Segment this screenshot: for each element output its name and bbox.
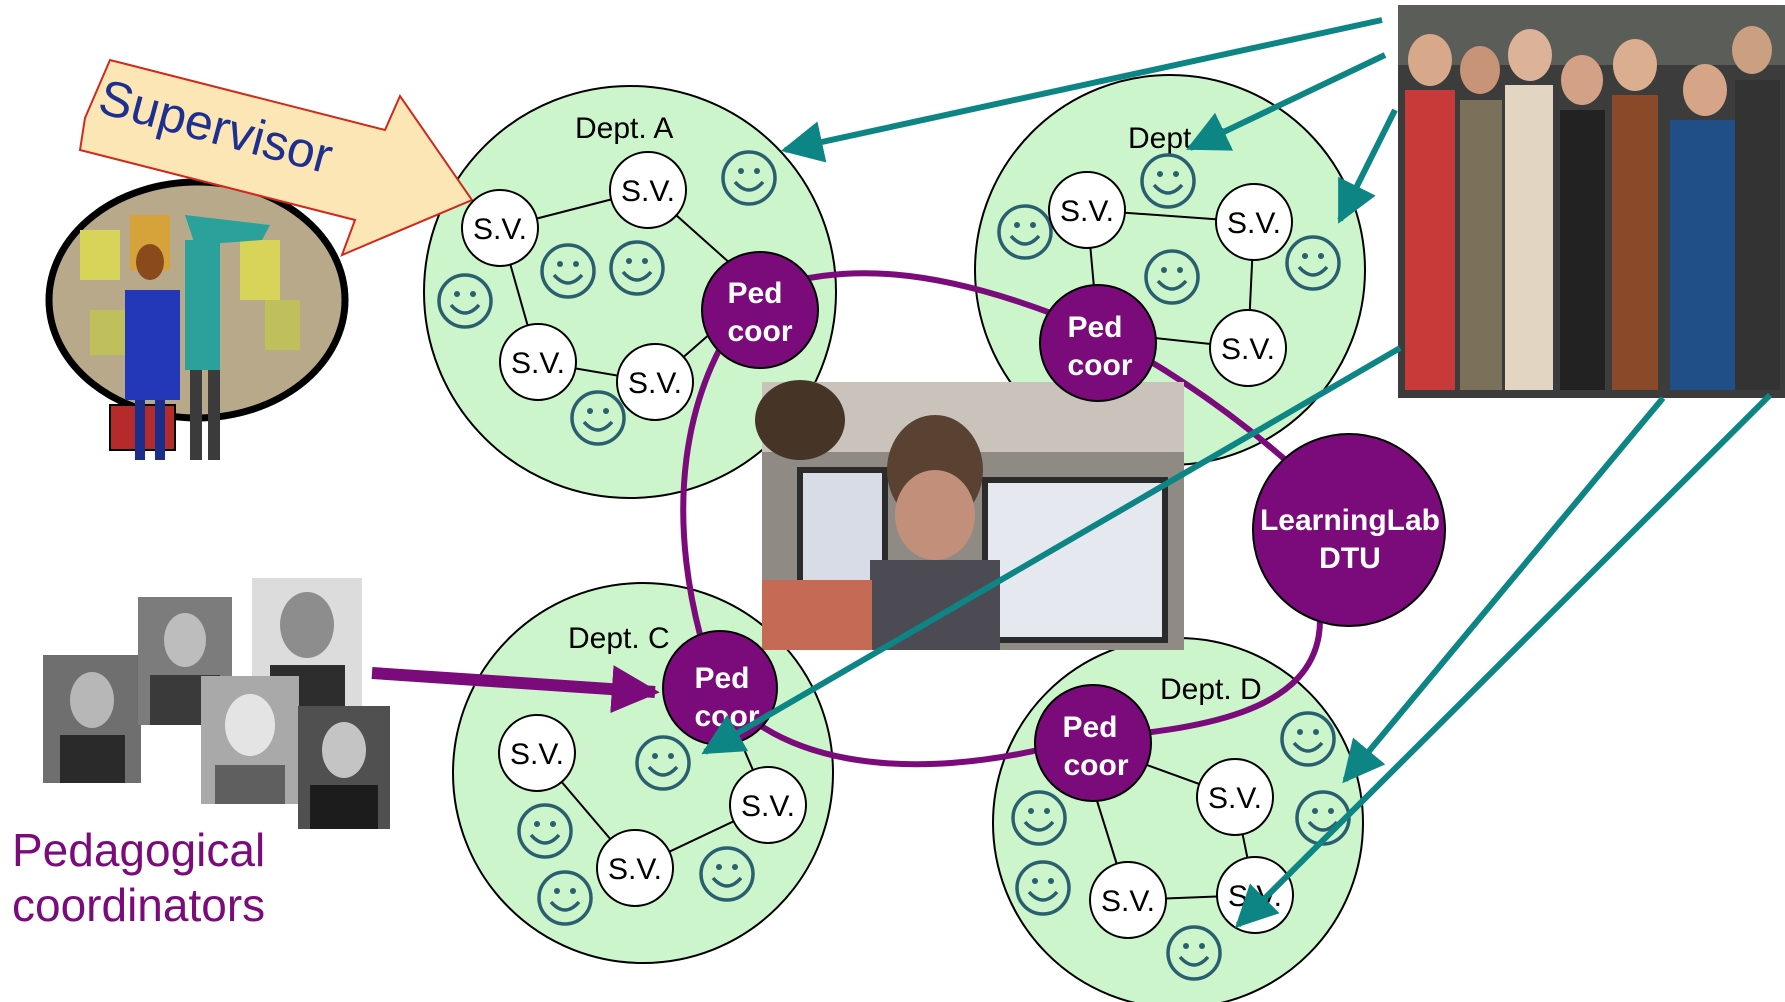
- dept-d-label: Dept. D: [1160, 673, 1262, 706]
- dept-a-label: Dept. A: [575, 112, 673, 145]
- sv-nodes: S.V. S.V. S.V. S.V. S.V. S.V. S.V. S.V. …: [461, 151, 1294, 939]
- svg-text:Ped: Ped: [1062, 711, 1117, 744]
- svg-text:Ped: Ped: [694, 662, 749, 695]
- svg-text:Ped: Ped: [1067, 311, 1122, 344]
- supervisor-clipart: [45, 178, 349, 460]
- svg-text:S.V.: S.V.: [511, 347, 565, 380]
- svg-text:S.V.: S.V.: [1227, 207, 1281, 240]
- svg-text:coor: coor: [1067, 349, 1132, 382]
- svg-text:S.V.: S.V.: [1208, 782, 1262, 815]
- computer-lab-photo: [755, 380, 1184, 650]
- ped-coord-label-line2: coordinators: [12, 879, 265, 931]
- svg-text:coor: coor: [1063, 749, 1128, 782]
- svg-text:coor: coor: [727, 315, 792, 348]
- learninglab-dtu-node: LearningLab DTU: [1252, 433, 1446, 627]
- svg-text:Ped: Ped: [727, 277, 782, 310]
- svg-text:S.V.: S.V.: [608, 853, 662, 886]
- svg-text:S.V.: S.V.: [510, 738, 564, 771]
- svg-text:S.V.: S.V.: [1221, 333, 1275, 366]
- svg-text:S.V.: S.V.: [621, 175, 675, 208]
- team-arrows: [701, 17, 1773, 928]
- svg-text:S.V.: S.V.: [628, 367, 682, 400]
- ped-coord-label-line1: Pedagogical: [12, 824, 265, 876]
- svg-text:S.V.: S.V.: [473, 213, 527, 246]
- ped-coor-network-ring: [680, 270, 1353, 768]
- ped-coor-nodes: Ped coor Ped coor Ped coor Ped coor: [662, 251, 1157, 802]
- team-group-photo: [1398, 5, 1785, 398]
- dept-c-label: Dept. C: [568, 622, 670, 655]
- svg-text:DTU: DTU: [1319, 542, 1381, 575]
- svg-text:S.V.: S.V.: [1060, 195, 1114, 228]
- svg-text:S.V.: S.V.: [1101, 885, 1155, 918]
- coordinator-arrow: [371, 665, 660, 714]
- svg-text:S.V.: S.V.: [741, 790, 795, 823]
- svg-text:LearningLab: LearningLab: [1260, 504, 1440, 537]
- coordinator-headshots: [43, 578, 390, 829]
